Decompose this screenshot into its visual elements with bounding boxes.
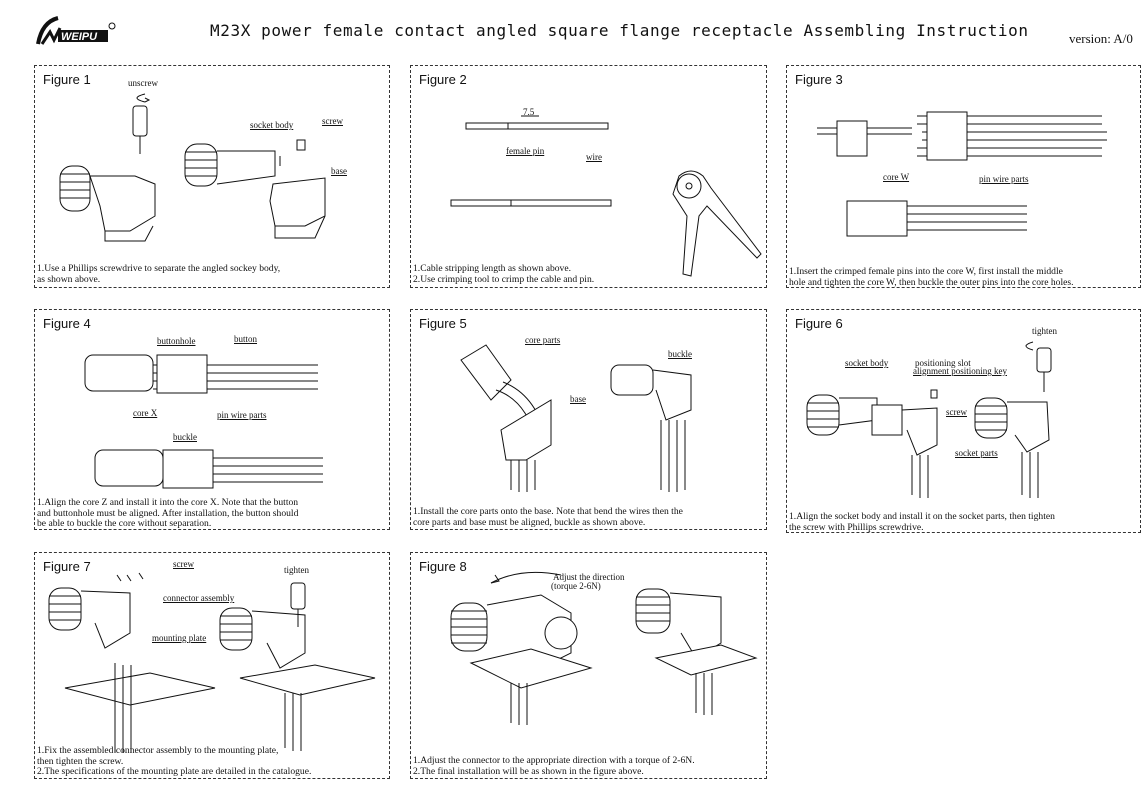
figure-6-panel: Figure 6 tighten socket body positioning… [786,309,1141,533]
figure-4-illustration [35,310,391,531]
figure-6-caption: 1.Align the socket body and install it o… [789,511,1055,533]
figure-5-panel: Figure 5 core parts buckle base 1.Instal… [410,309,767,530]
callout-tighten-7: tighten [284,565,309,575]
figure-6-illustration [787,310,1142,534]
figure-7-label: Figure 7 [43,559,91,574]
callout-button: button [234,334,258,344]
callout-socket-parts: socket parts [955,448,998,458]
callout-base-5: base [570,394,586,404]
callout-mounting-plate: mounting plate [152,633,207,643]
page-title: M23X power female contact angled square … [210,21,1029,40]
version-label: version: A/0 [1069,31,1133,46]
callout-connector-assembly: connector assembly [163,593,235,603]
callout-pin-wire-parts-4: pin wire parts [217,410,267,420]
figure-3-caption: 1.Insert the crimped female pins into th… [789,266,1074,288]
figure-8-panel: Figure 8 Adjust the direction (torque 2-… [410,552,767,779]
callout-buckle-5: buckle [668,349,692,359]
figure-4-label: Figure 4 [43,316,91,331]
callout-pin-wire-parts: pin wire parts [979,174,1029,184]
figure-1-label: Figure 1 [43,72,91,87]
figure-2-label: Figure 2 [419,72,467,87]
callout-torque: (torque 2-6N) [551,581,601,591]
figure-5-caption: 1.Install the core parts onto the base. … [413,506,683,528]
figure-8-caption: 1.Adjust the connector to the appropriat… [413,755,695,777]
figure-7-panel: Figure 7 screw tighten connector assembl… [34,552,390,779]
callout-socket-body: socket body [250,120,294,130]
figure-3-label: Figure 3 [795,72,843,87]
callout-base: base [331,166,347,176]
callout-screw-7: screw [173,559,194,569]
figure-1-panel: Figure 1 unscrew socket body screw base … [34,65,390,288]
figure-5-illustration [411,310,768,531]
weipu-logo: WEIPU [36,16,116,45]
figure-4-panel: Figure 4 buttonhole button core X pin wi… [34,309,390,530]
callout-core-x: core X [133,408,158,418]
figure-2-panel: Figure 2 7.5 female pin wire 1.Cable str… [410,65,767,288]
figure-1-caption: 1.Use a Phillips screwdrive to separate … [37,263,281,285]
callout-unscrew: unscrew [128,78,158,88]
callout-wire: wire [586,152,602,162]
callout-buckle-4: buckle [173,432,197,442]
callout-screw: screw [322,116,343,126]
figure-2-caption: 1.Cable stripping length as shown above.… [413,263,595,285]
figure-8-illustration [411,553,768,780]
figure-6-label: Figure 6 [795,316,843,331]
figure-5-label: Figure 5 [419,316,467,331]
figure-7-caption: 1.Fix the assembled connector assembly t… [37,745,312,778]
callout-core-parts: core parts [525,335,561,345]
figure-1-illustration [35,66,391,289]
callout-buttonhole: buttonhole [157,336,196,346]
figure-8-label: Figure 8 [419,559,467,574]
svg-text:WEIPU: WEIPU [61,31,98,43]
callout-core-w: core W [883,172,910,182]
figure-3-illustration [787,66,1142,289]
figure-3-panel: Figure 3 core W pin wire parts 1.Insert … [786,65,1141,288]
callout-alignment-key: alignment positioning key [913,366,1007,376]
callout-socket-body-6: socket body [845,358,889,368]
figure-2-illustration [411,66,768,289]
callout-positioning-slot: positioning slot [915,358,971,368]
callout-female-pin: female pin [506,146,545,156]
figure-4-caption: 1.Align the core Z and install it into t… [37,497,299,530]
callout-tighten-6: tighten [1032,326,1057,336]
callout-screw-6: screw [946,407,967,417]
figure-7-illustration [35,553,391,780]
callout-adjust-direction: Adjust the direction [553,572,625,582]
callout-strip-length: 7.5 [523,107,535,117]
